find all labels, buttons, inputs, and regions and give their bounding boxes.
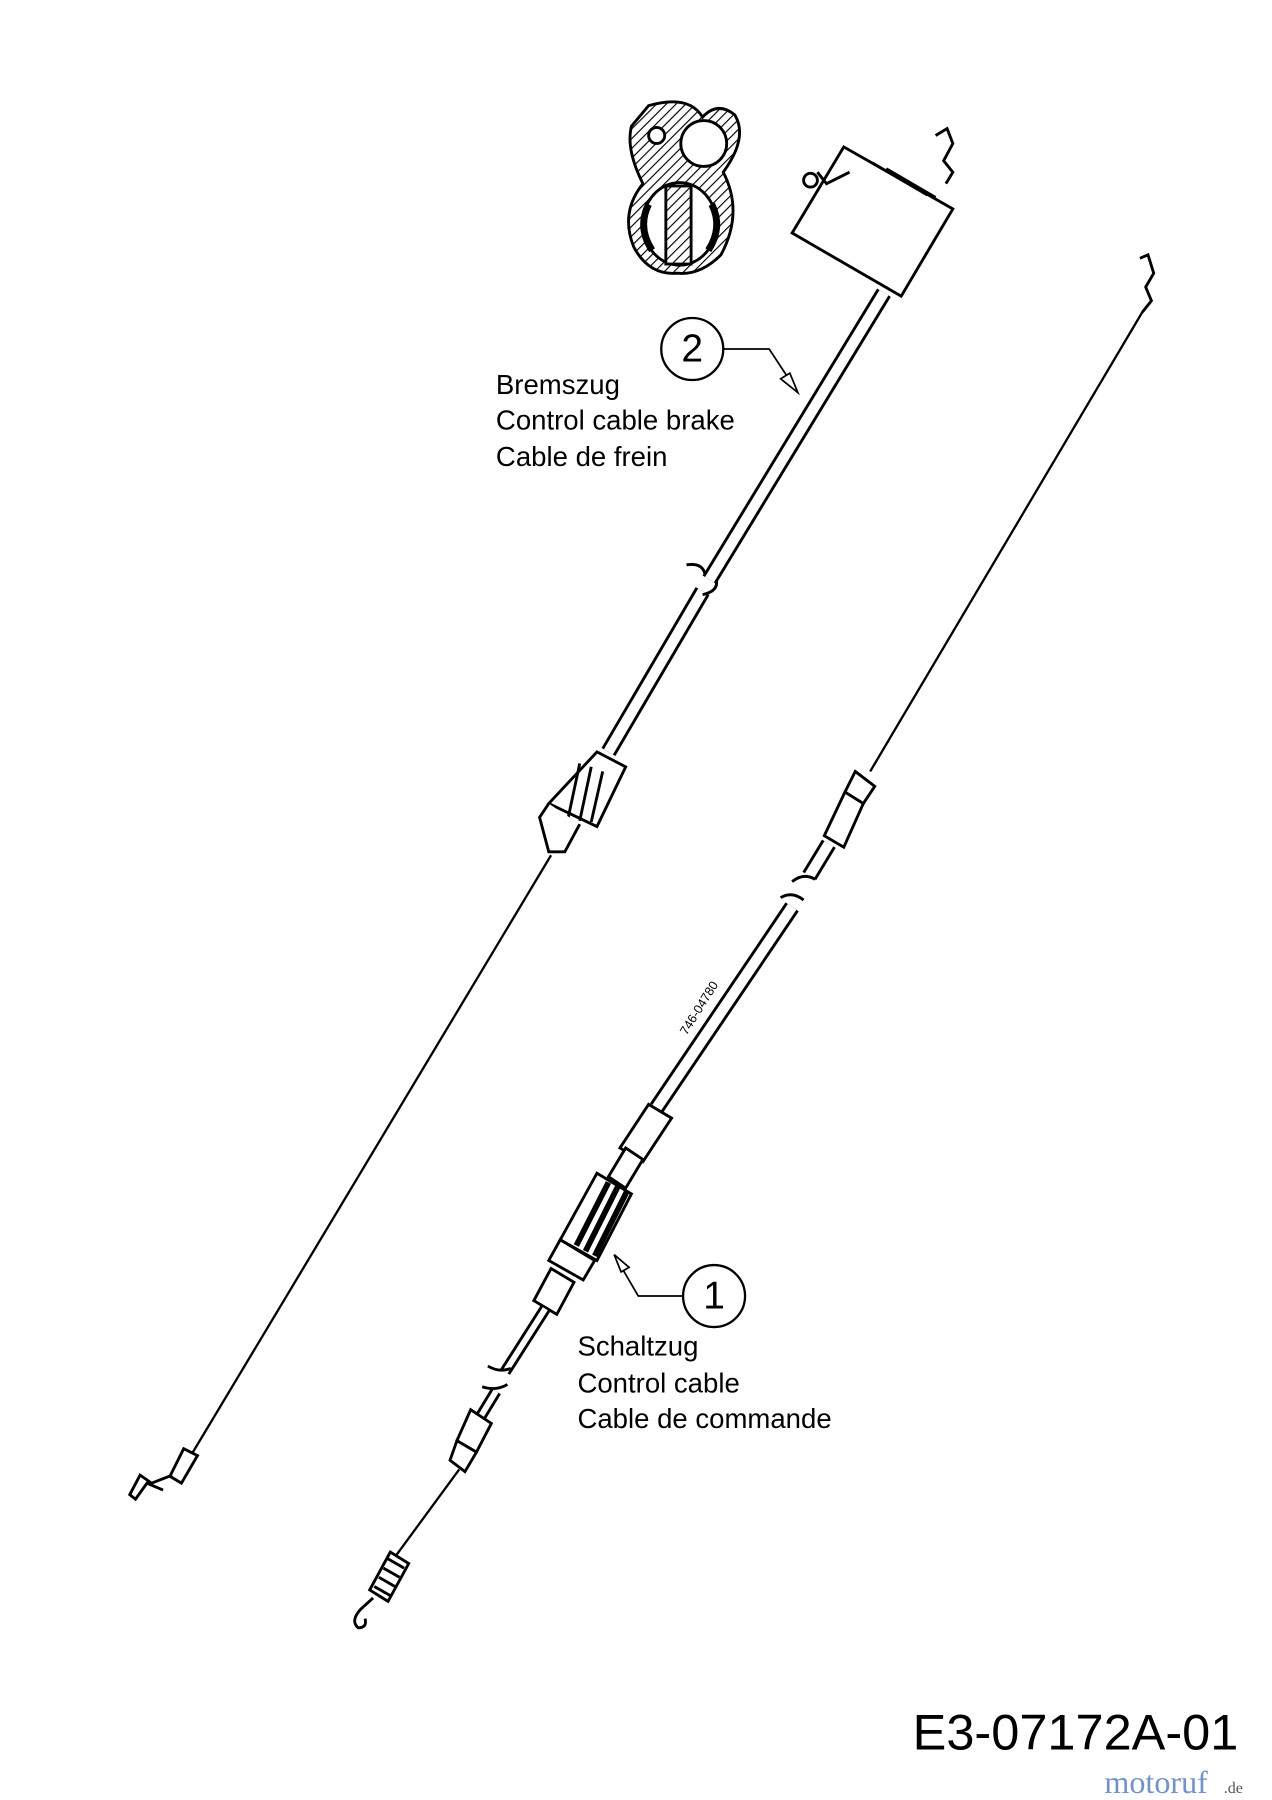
watermark-logo: motoruf .de [1104,1764,1243,1800]
brake-lever-block [790,144,955,299]
callout-1-label-en: Control cable [577,1367,739,1398]
callout-2-label-fr: Cable de frein [496,441,668,472]
callout-brake-cable: 2 Bremszug Control cable brake Cable de … [496,316,800,472]
leader-arrow-2 [779,371,800,396]
drawing-code: E3-07172A-01 [913,1703,1239,1760]
watermark-suffix: .de [1224,1780,1243,1797]
control-cable: 746-04780 [353,252,1156,1630]
leader-arrow-1 [613,1254,631,1274]
brake-cable [127,126,955,1502]
callout-number-2: 2 [681,327,703,370]
callout-1-label-fr: Cable de commande [577,1403,831,1434]
callout-number-1: 1 [703,1275,725,1318]
callout-1-label-de: Schaltzug [577,1331,698,1362]
callout-2-label-en: Control cable brake [496,404,735,435]
callout-2-label-de: Bremszug [496,369,620,400]
cross-section-detail [627,100,742,275]
callout-control-cable: 1 Schaltzug Control cable Cable de comma… [577,1254,832,1434]
watermark-brand: motoruf [1104,1764,1208,1800]
